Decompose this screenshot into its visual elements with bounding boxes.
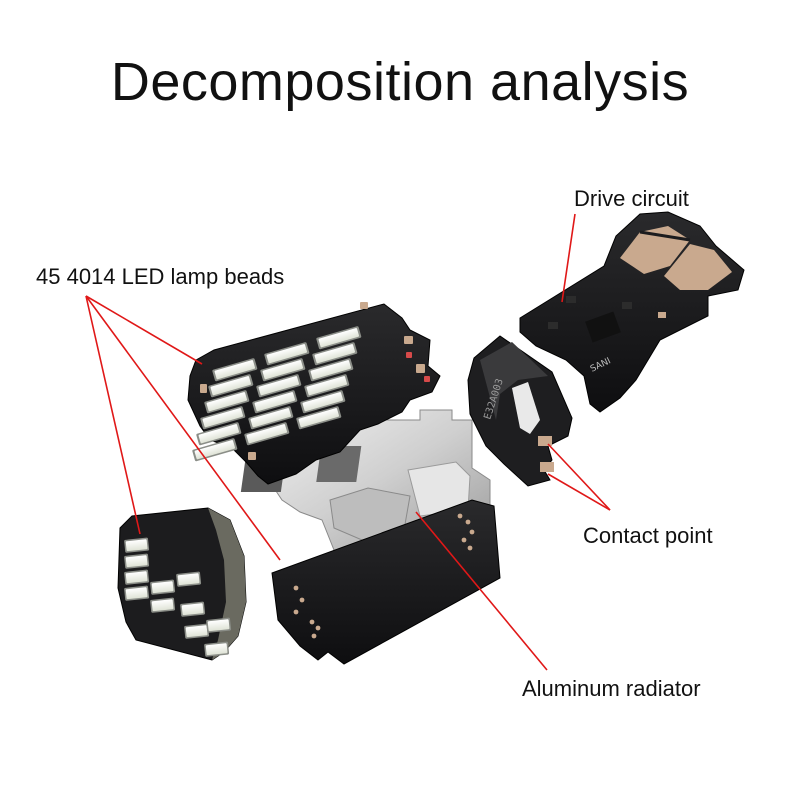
led-bead xyxy=(296,406,342,430)
side-led-beads xyxy=(124,537,232,657)
side-led-bead xyxy=(124,569,150,585)
side-led-bead xyxy=(124,537,150,553)
side-led-bead xyxy=(150,579,176,595)
led-bead xyxy=(260,358,306,382)
led-bead xyxy=(200,406,246,430)
label-drive-circuit: Drive circuit xyxy=(574,186,689,211)
led-bead xyxy=(248,406,294,430)
led-bead xyxy=(212,358,258,382)
contact-board: E32A003 xyxy=(467,335,573,487)
side-led-bead xyxy=(124,553,150,569)
page-title: Decomposition analysis xyxy=(110,52,690,112)
drive-circuit-board: SANI xyxy=(519,211,745,413)
side-led-bead xyxy=(124,585,150,601)
side-led-bead xyxy=(184,623,210,639)
side-led-bead xyxy=(150,597,176,613)
led-bead xyxy=(252,390,298,414)
leader-line-side-board xyxy=(85,295,141,535)
led-bead xyxy=(208,374,254,398)
led-bead xyxy=(316,326,362,350)
side-led-bead xyxy=(204,641,230,657)
leader-lines xyxy=(85,213,611,671)
led-board-main xyxy=(187,302,441,485)
led-bead xyxy=(312,342,358,366)
led-bead xyxy=(300,390,346,414)
led-bead xyxy=(304,374,350,398)
leader-line-bottom-plate xyxy=(85,295,281,561)
led-board-side xyxy=(117,507,247,661)
led-bead xyxy=(256,374,302,398)
leader-line-led-board xyxy=(85,295,203,365)
led-bead xyxy=(204,390,250,414)
side-led-bead xyxy=(180,601,206,617)
label-led-beads: 45 4014 LED lamp beads xyxy=(36,264,285,289)
side-led-bead xyxy=(176,571,202,587)
bottom-pcb-plate xyxy=(271,499,501,665)
led-bead-grid xyxy=(192,326,362,462)
leader-line-drive-circuit xyxy=(561,213,576,303)
side-led-bead xyxy=(206,617,232,633)
led-bead xyxy=(264,342,310,366)
leader-line-contact-bottom xyxy=(547,473,611,511)
label-contact-point: Contact point xyxy=(583,523,713,548)
label-aluminum-radiator: Aluminum radiator xyxy=(522,676,701,701)
leader-line-contact-top xyxy=(547,443,611,511)
led-bead xyxy=(308,358,354,382)
led-bead xyxy=(196,422,242,446)
leader-line-radiator xyxy=(415,511,548,671)
led-bead xyxy=(244,422,290,446)
